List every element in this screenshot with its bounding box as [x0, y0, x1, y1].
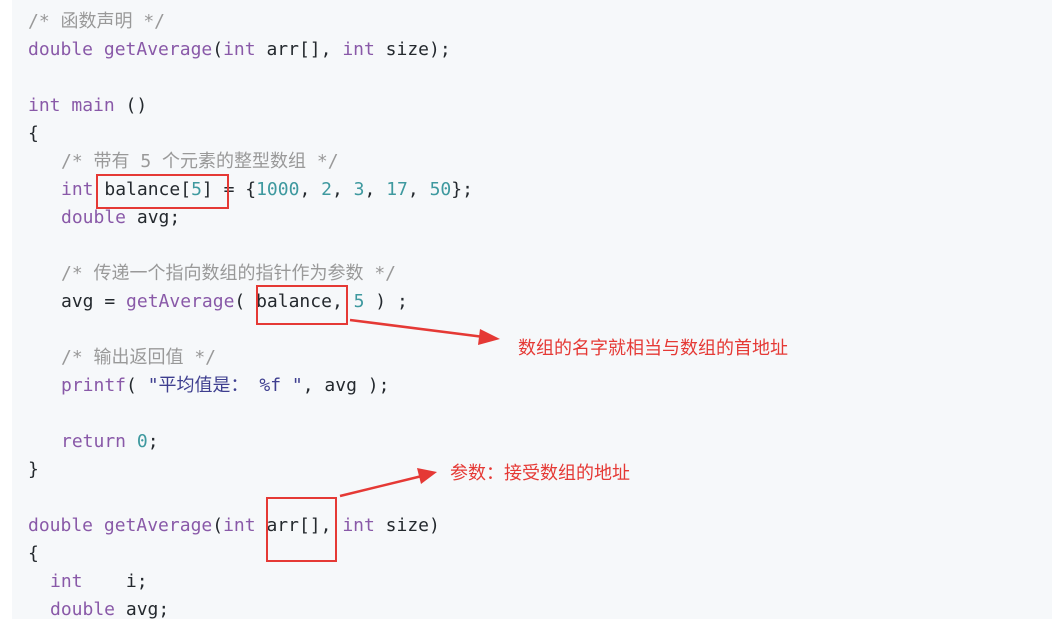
code-token [61, 95, 72, 116]
code-token: int [50, 571, 83, 592]
code-token: double [50, 599, 116, 619]
code-token [126, 431, 137, 452]
code-token: ; [147, 431, 159, 452]
code-token: , [364, 179, 387, 200]
code-token: ) ; [364, 291, 408, 312]
code-token: i; [82, 571, 148, 592]
code-line-4: int main () [28, 92, 147, 120]
code-token: ( [126, 375, 148, 396]
code-comment: /* 传递一个指向数组的指针作为参数 */ [61, 263, 397, 284]
code-token: , [299, 179, 322, 200]
code-line-20: { [28, 540, 39, 568]
code-line-10: /* 传递一个指向数组的指针作为参数 */ [28, 260, 396, 288]
code-token: size); [374, 39, 451, 60]
code-line-6: /* 带有 5 个元素的整型数组 */ [28, 148, 339, 176]
code-token: avg; [126, 207, 181, 228]
code-line-1: /* 函数声明 */ [28, 8, 165, 36]
code-token: arr[], [255, 515, 343, 536]
code-string: "平均值是： %f " [147, 375, 303, 396]
code-number: 50 [429, 179, 452, 200]
code-token: int [223, 515, 256, 536]
code-token: printf [61, 375, 127, 396]
code-token: size) [374, 515, 440, 536]
code-token: avg; [115, 599, 170, 619]
code-block [12, 0, 1052, 619]
code-token: balance[ [93, 179, 192, 200]
code-token: avg = [61, 291, 127, 312]
code-token: double [28, 515, 94, 536]
highlight-box-balance-declaration [96, 174, 229, 209]
code-token: int [28, 95, 61, 116]
code-token [93, 39, 104, 60]
code-line-22: double avg; [28, 596, 169, 619]
code-number: 1000 [256, 179, 300, 200]
code-token: int [61, 179, 94, 200]
code-number: 2 [321, 179, 332, 200]
code-line-11: avg = getAverage( balance, 5 ) ; [28, 288, 408, 316]
code-line-13: /* 输出返回值 */ [28, 344, 216, 372]
code-token: int [342, 515, 375, 536]
code-line-5: { [28, 120, 39, 148]
annotation-array-name-note: 数组的名字就相当与数组的首地址 [518, 338, 788, 359]
code-token: () [114, 95, 148, 116]
code-token: getAverage [103, 39, 213, 60]
code-token: getAverage [126, 291, 235, 312]
code-token: double [28, 39, 94, 60]
code-token: int [342, 39, 375, 60]
code-token: double [61, 207, 127, 228]
code-line-17: } [28, 456, 39, 484]
code-line-19: double getAverage(int arr[], int size) [28, 512, 440, 540]
code-token: ] = { [201, 179, 257, 200]
code-token: ( balance, [234, 291, 354, 312]
code-comment: /* 输出返回值 */ [61, 347, 217, 368]
code-number: 3 [353, 179, 365, 200]
code-line-2: double getAverage(int arr[], int size); [28, 36, 451, 64]
code-token: main [71, 95, 115, 116]
code-number: 0 [136, 431, 148, 452]
code-token: return [61, 431, 127, 452]
code-token: , avg ); [302, 375, 390, 396]
code-token: ( [212, 39, 224, 60]
code-token: ( [212, 515, 224, 536]
code-token: }; [451, 179, 473, 200]
code-comment: /* 带有 5 个元素的整型数组 */ [61, 151, 339, 172]
code-line-21: int i; [28, 568, 148, 596]
code-token: arr[], [255, 39, 343, 60]
code-number: 5 [191, 179, 202, 200]
annotation-param-note: 参数：接受数组的地址 [450, 463, 630, 484]
code-token: , [407, 179, 430, 200]
code-token: , [331, 179, 354, 200]
code-token [93, 515, 104, 536]
code-comment: /* 函数声明 */ [28, 11, 166, 32]
code-line-8: double avg; [28, 204, 180, 232]
code-number: 5 [353, 291, 365, 312]
highlight-box-arr-parameter [266, 497, 337, 562]
code-line-16: return 0; [28, 428, 159, 456]
code-token: int [223, 39, 256, 60]
code-line-7: int balance[5] = {1000, 2, 3, 17, 50}; [28, 176, 473, 204]
code-token: { [28, 123, 39, 144]
code-line-14: printf( "平均值是： %f ", avg ); [28, 372, 389, 400]
code-token: } [28, 459, 39, 480]
code-token: getAverage [103, 515, 213, 536]
code-number: 17 [386, 179, 408, 200]
code-token: { [28, 543, 39, 564]
highlight-box-balance-argument [256, 285, 348, 325]
